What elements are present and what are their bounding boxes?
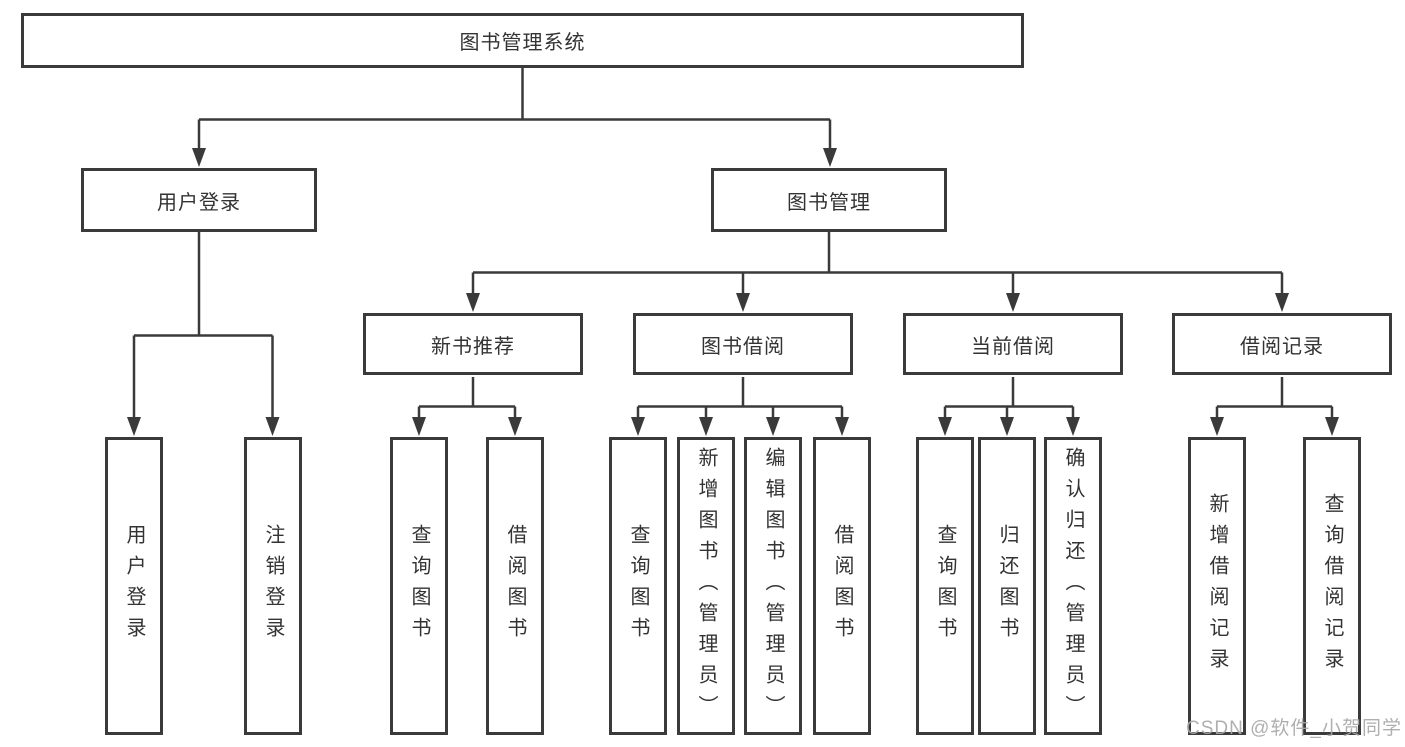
leaf-edit-books-admin: 编辑图书（管理员） bbox=[744, 437, 802, 735]
arrowhead-icon bbox=[466, 293, 480, 312]
leaf-borrow-books: 借阅图书 bbox=[486, 437, 544, 735]
leaf-user-login: 用户登录 bbox=[105, 437, 163, 735]
watermark: CSDN @软件_小贺同学 bbox=[1186, 718, 1402, 739]
arrowhead-icon bbox=[265, 417, 280, 436]
node-new-book-recommend: 新书推荐 bbox=[363, 313, 583, 375]
arrowhead-icon bbox=[192, 148, 206, 167]
node-book-borrow: 图书借阅 bbox=[633, 313, 853, 375]
arrowhead-icon bbox=[1006, 293, 1020, 312]
leaf-logout: 注销登录 bbox=[244, 437, 302, 735]
arrowhead-icon bbox=[823, 148, 837, 167]
leaf-query-borrow-record: 查询借阅记录 bbox=[1303, 437, 1361, 735]
node-book-management: 图书管理 bbox=[711, 168, 947, 232]
arrowhead-icon bbox=[127, 417, 141, 436]
arrowhead-icon bbox=[1210, 417, 1224, 436]
arrowhead-icon bbox=[412, 417, 426, 436]
leaf-query-books: 查询图书 bbox=[916, 437, 974, 735]
leaf-confirm-return-admin: 确认归还（管理员） bbox=[1044, 437, 1102, 735]
node-current-borrow: 当前借阅 bbox=[903, 313, 1123, 375]
leaf-add-borrow-record: 新增借阅记录 bbox=[1188, 437, 1246, 735]
arrowhead-icon bbox=[1325, 417, 1339, 436]
arrowhead-icon bbox=[1275, 293, 1289, 312]
arrowhead-icon bbox=[736, 293, 750, 312]
arrowhead-icon bbox=[1000, 417, 1014, 436]
leaf-query-books: 查询图书 bbox=[390, 437, 448, 735]
arrowhead-icon bbox=[938, 417, 952, 436]
arrowhead-icon bbox=[508, 417, 522, 436]
arrowhead-icon bbox=[766, 417, 780, 436]
node-user-login: 用户登录 bbox=[81, 168, 317, 232]
leaf-query-books: 查询图书 bbox=[609, 437, 667, 735]
arrowhead-icon bbox=[631, 417, 645, 436]
node-borrow-records: 借阅记录 bbox=[1172, 313, 1392, 375]
leaf-borrow-books: 借阅图书 bbox=[813, 437, 871, 735]
arrowhead-icon bbox=[699, 417, 713, 436]
arrowhead-icon bbox=[1066, 417, 1080, 436]
arrowhead-icon bbox=[835, 417, 849, 436]
leaf-return-books: 归还图书 bbox=[978, 437, 1036, 735]
node-library-management-system: 图书管理系统 bbox=[21, 13, 1024, 68]
leaf-add-books-admin: 新增图书（管理员） bbox=[677, 437, 735, 735]
